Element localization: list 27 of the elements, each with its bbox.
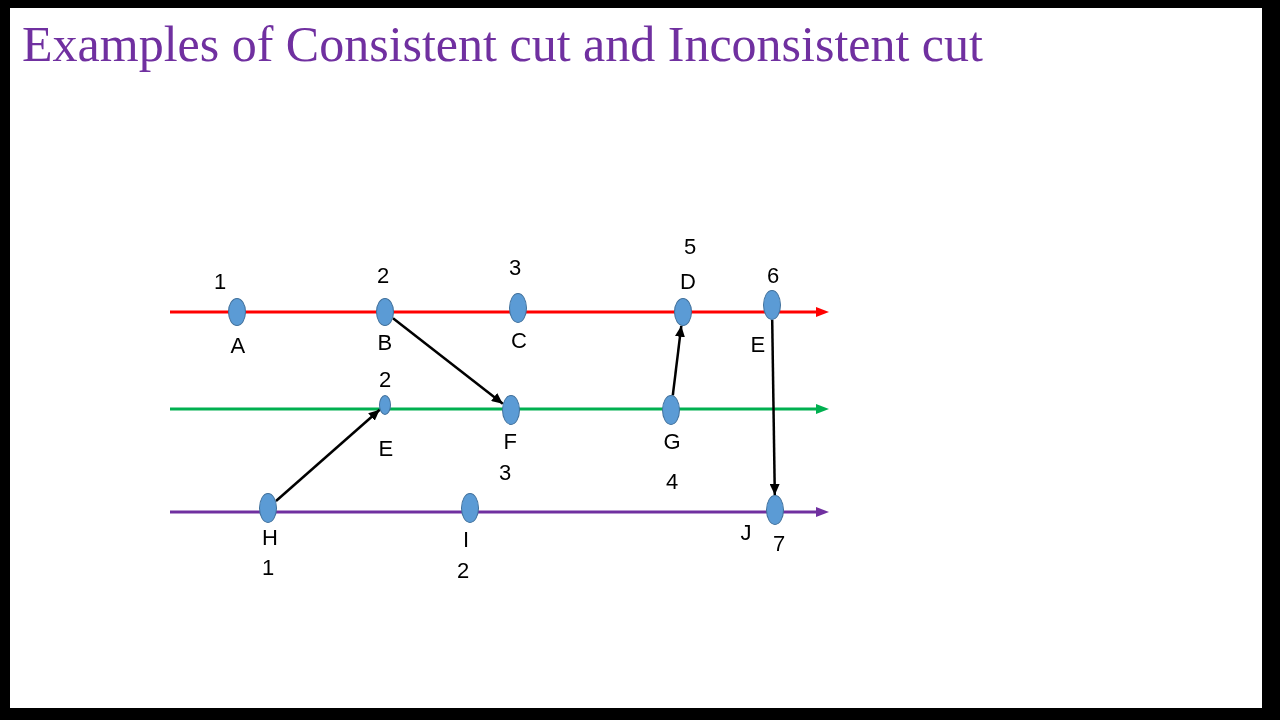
event-label: J <box>740 522 752 544</box>
message-arrow <box>671 325 685 396</box>
event-label: H <box>262 527 278 549</box>
clock-value: 7 <box>773 533 786 555</box>
event-label: E <box>750 334 766 356</box>
clock-value: 1 <box>262 557 275 579</box>
clock-value: 3 <box>509 257 522 279</box>
message-arrow <box>392 317 504 405</box>
slide-title: Examples of Consistent cut and Inconsistent cut <box>22 16 983 74</box>
event-label: C <box>511 330 527 352</box>
clock-value: 4 <box>666 471 679 493</box>
clock-value: 3 <box>499 462 512 484</box>
event-label: D <box>680 271 696 293</box>
clock-value: 2 <box>457 560 470 582</box>
event-label: B <box>377 332 393 354</box>
clock-value: 6 <box>767 265 780 287</box>
clock-value: 5 <box>684 236 697 258</box>
message-arrow <box>275 408 381 502</box>
event-label: G <box>663 431 681 453</box>
clock-value: 2 <box>379 369 392 391</box>
event-label: E <box>378 438 394 460</box>
message-arrow <box>769 320 780 495</box>
event-label: A <box>230 335 246 357</box>
event-label: F <box>503 431 517 453</box>
clock-value: 2 <box>377 265 390 287</box>
clock-value: 1 <box>214 271 227 293</box>
event-label: I <box>463 529 470 551</box>
